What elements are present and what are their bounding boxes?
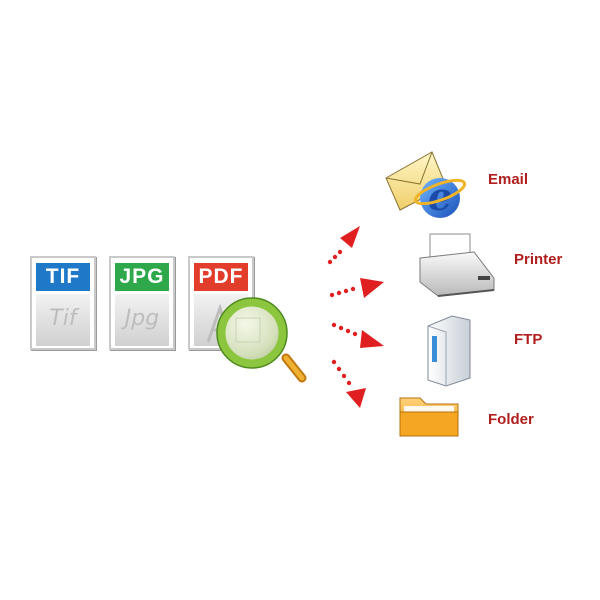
printer-label: Printer [514, 251, 563, 268]
jpg-badge: JPG [115, 263, 169, 291]
pdf-badge: PDF [194, 263, 248, 291]
ftp-server-icon [427, 315, 471, 387]
jpg-file-body: Jpg [115, 294, 169, 346]
tif-file-body: Tif [36, 294, 90, 346]
printer-icon [419, 233, 495, 297]
jpg-ghost-text: Jpg [124, 306, 160, 331]
folder-label: Folder [488, 411, 534, 428]
arrow-to-ftp [331, 322, 384, 348]
arrow-to-printer [329, 278, 384, 298]
folder-icon [399, 397, 459, 437]
tif-file-card: TIF Tif [30, 256, 96, 350]
jpg-file-card: JPG Jpg [109, 256, 175, 350]
email-label: Email [488, 171, 529, 188]
tif-badge: TIF [36, 263, 90, 291]
email-icon: e [385, 151, 467, 219]
tif-ghost-text: Tif [49, 306, 77, 331]
arrow-to-folder [331, 359, 366, 408]
ftp-label: FTP [514, 331, 543, 348]
arrow-to-email [327, 226, 360, 265]
